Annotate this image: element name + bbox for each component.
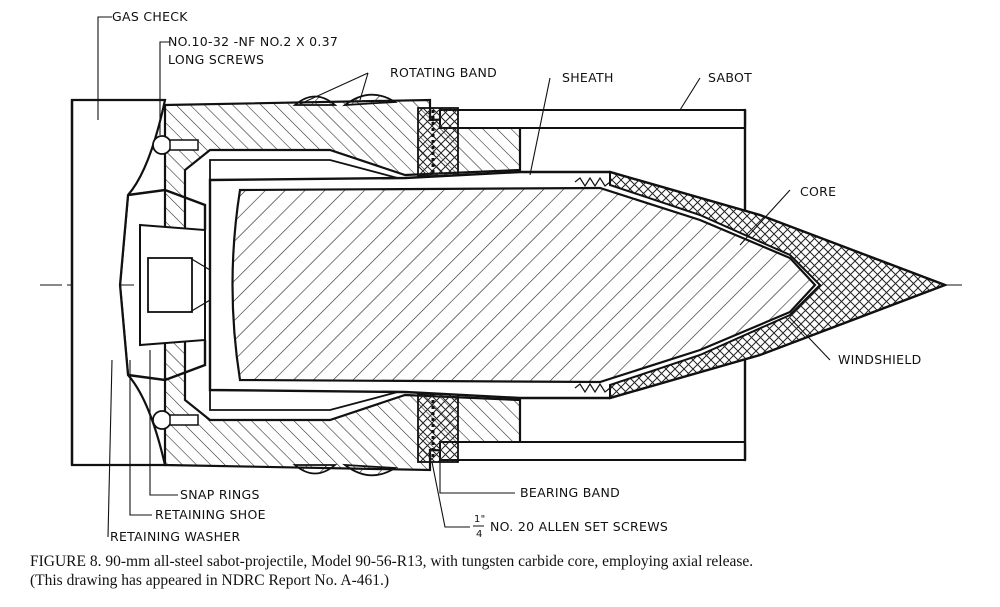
label-bearing-band: BEARING BAND [520, 485, 620, 500]
label-snap-rings: SNAP RINGS [180, 487, 260, 502]
sabot-projectile-drawing: GAS CHECK NO.10-32 -NF NO.2 X 0.37 LONG … [40, 9, 965, 544]
label-gas-check: GAS CHECK [112, 9, 188, 24]
label-set-screws-den: 4 [476, 529, 483, 540]
label-screws-line1: NO.10-32 -NF NO.2 X 0.37 [168, 34, 338, 49]
gas-check [70, 98, 167, 467]
label-windshield: WINDSHIELD [838, 352, 922, 367]
rotating-band [292, 93, 398, 477]
figure-caption: FIGURE 8. 90-mm all-steel sabot-projecti… [30, 552, 990, 590]
label-retaining-shoe: RETAINING SHOE [155, 507, 266, 522]
screws [152, 135, 199, 430]
core [231, 186, 817, 384]
leaders [97, 16, 831, 538]
caption-line-1: FIGURE 8. 90-mm all-steel sabot-projecti… [30, 553, 754, 570]
label-sheath: SHEATH [562, 70, 614, 85]
label-set-screws: NO. 20 ALLEN SET SCREWS [490, 519, 668, 534]
springs [574, 176, 611, 394]
windshield [609, 170, 948, 400]
caption-line-2: (This drawing has appeared in NDRC Repor… [30, 572, 390, 589]
label-screws-line2: LONG SCREWS [168, 52, 264, 67]
label-rotating-band: ROTATING BAND [390, 65, 497, 80]
label-sabot: SABOT [708, 70, 752, 85]
label-core: CORE [800, 184, 836, 199]
label-retaining-washer: RETAINING WASHER [110, 529, 240, 544]
label-set-screws-num: 1" [474, 514, 486, 525]
